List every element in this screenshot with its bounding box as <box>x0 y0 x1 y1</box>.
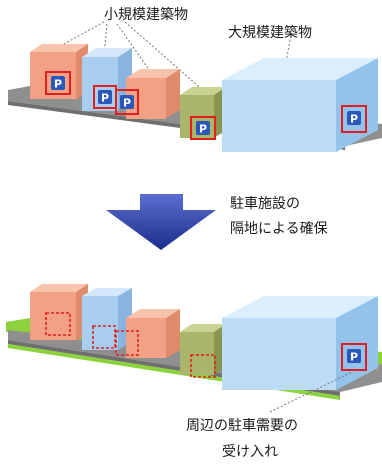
parking-icon: P <box>54 78 62 91</box>
parking-icon: P <box>101 92 109 105</box>
parking-marker-1: P <box>45 71 71 95</box>
vacated-slot-2 <box>92 325 116 349</box>
vacated-parking-slots <box>45 312 216 378</box>
parking-icon: P <box>199 123 207 136</box>
bottom-caption-line2: 受け入れ <box>222 444 278 460</box>
small-building-1 <box>30 44 88 100</box>
small-building-2 <box>82 288 132 350</box>
caption-leader-line <box>269 371 353 413</box>
arrow-caption-line2: 隔地による確保 <box>230 221 328 237</box>
bottom-caption-line1: 周辺の駐車需要の <box>186 417 298 434</box>
small-building-4 <box>180 324 226 375</box>
parking-icon: P <box>350 351 358 364</box>
large-building-label: 大規模建築物 <box>228 25 312 41</box>
parking-marker-3: P <box>115 89 139 115</box>
vacated-slot-3 <box>115 330 139 356</box>
parking-marker-5: P <box>341 105 367 133</box>
small-buildings-label: 小規模建築物 <box>104 7 188 23</box>
down-arrow-icon <box>106 194 216 250</box>
parking-marker-consolidated: P <box>341 343 367 371</box>
vacated-slot-4 <box>190 354 216 378</box>
top-scene: P P P P P 小規模建築物 大規模建築物 <box>8 7 382 152</box>
large-building <box>222 58 378 152</box>
vacated-slot-1 <box>45 312 71 336</box>
parking-marker-4: P <box>190 116 216 140</box>
small-building-3 <box>126 309 180 358</box>
transition-arrow: 駐車施設の 隔地による確保 <box>106 194 328 250</box>
bottom-scene: P 周辺の駐車需要の 受け入れ <box>6 284 382 460</box>
parking-icon: P <box>123 97 131 110</box>
parking-icon: P <box>350 113 358 126</box>
small-building-3 <box>126 69 180 119</box>
arrow-caption-line1: 駐車施設の <box>230 195 300 212</box>
